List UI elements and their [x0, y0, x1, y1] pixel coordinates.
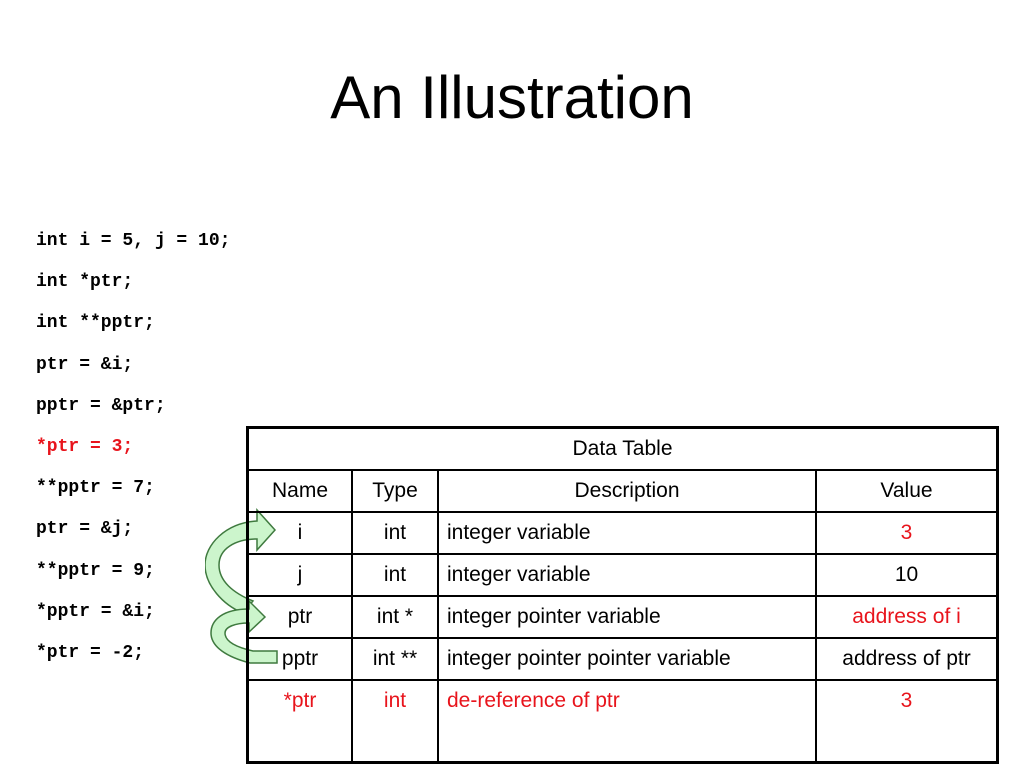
cell-value-highlighted: 3 — [815, 511, 999, 555]
cell-description: integer pointer variable — [437, 595, 817, 639]
cell-type: int * — [351, 595, 439, 639]
cell-description-highlighted: de-reference of ptr — [437, 679, 817, 764]
cell-name-highlighted: *ptr — [246, 679, 353, 764]
cell-description: integer variable — [437, 553, 817, 597]
cell-value-highlighted: address of i — [815, 595, 999, 639]
slide-title: An Illustration — [330, 64, 694, 131]
table-caption: Data Table — [246, 426, 999, 471]
code-line: ptr = &j; — [36, 519, 134, 540]
code-line: *pptr = &i; — [36, 601, 155, 622]
header-value: Value — [815, 469, 999, 513]
cell-name: pptr — [246, 637, 353, 681]
code-line: int i = 5, j = 10; — [36, 231, 231, 251]
code-line: int **pptr; — [36, 313, 155, 334]
cell-type: int — [351, 511, 439, 555]
cell-value: 10 — [815, 553, 999, 597]
cell-type: int ** — [351, 637, 439, 681]
header-type: Type — [351, 469, 439, 513]
code-line: **pptr = 9; — [36, 560, 155, 581]
header-name: Name — [246, 469, 353, 513]
table-row: *ptr int de-reference of ptr 3 — [246, 679, 999, 764]
cell-name: j — [246, 553, 353, 597]
code-listing: int i = 5, j = 10; int *ptr; int **pptr;… — [36, 226, 230, 679]
code-line: **pptr = 7; — [36, 478, 155, 499]
data-table: Data Table Name Type Description Value i… — [246, 426, 999, 764]
code-line: *ptr = -2; — [36, 642, 145, 663]
cell-description: integer pointer pointer variable — [437, 637, 817, 681]
cell-value-highlighted: 3 — [815, 679, 999, 764]
cell-type-highlighted: int — [351, 679, 439, 764]
cell-value: address of ptr — [815, 637, 999, 681]
code-line: ptr = &i; — [36, 354, 134, 375]
table-row: pptr int ** integer pointer pointer vari… — [246, 637, 999, 681]
code-line-highlighted: *ptr = 3; — [36, 436, 134, 457]
cell-description: integer variable — [437, 511, 817, 555]
header-description: Description — [437, 469, 817, 513]
code-line: int *ptr; — [36, 272, 134, 293]
table-header-row: Name Type Description Value — [246, 469, 999, 513]
table-row: i int integer variable 3 — [246, 511, 999, 555]
cell-name: ptr — [246, 595, 353, 639]
table-row: j int integer variable 10 — [246, 553, 999, 597]
table-row: ptr int * integer pointer variable addre… — [246, 595, 999, 639]
code-line: pptr = &ptr; — [36, 395, 166, 416]
cell-name: i — [246, 511, 353, 555]
cell-type: int — [351, 553, 439, 597]
